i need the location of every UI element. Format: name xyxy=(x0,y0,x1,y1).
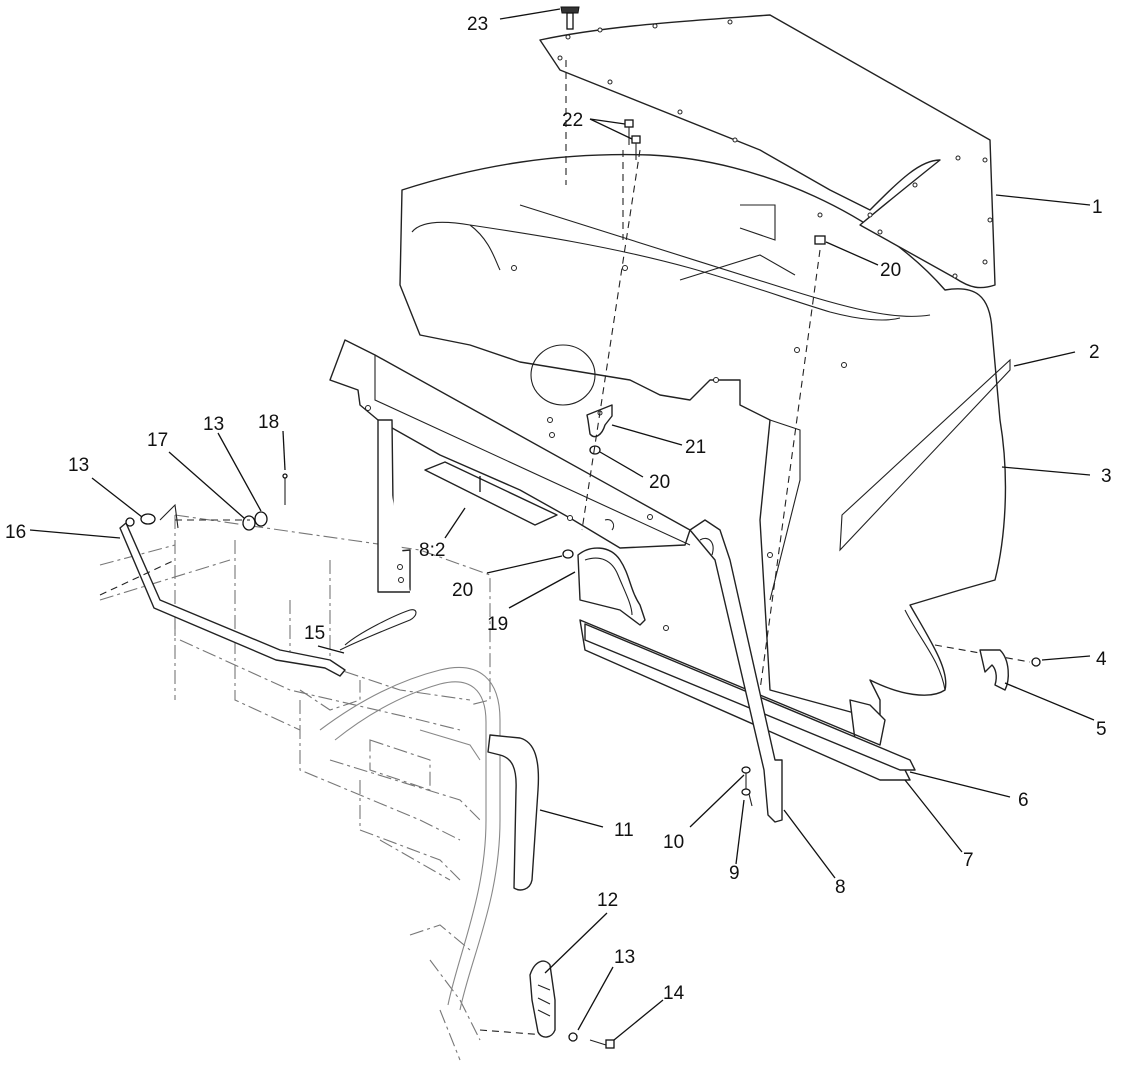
callout-13-left: 13 xyxy=(68,455,89,476)
callout-15: 15 xyxy=(304,623,325,644)
hairpin-15 xyxy=(339,609,417,651)
callout-5: 5 xyxy=(1096,719,1107,740)
callout-21: 21 xyxy=(685,437,706,458)
callout-12: 12 xyxy=(597,890,618,911)
skirt-19 xyxy=(577,547,646,626)
hardware-9-10 xyxy=(741,766,753,807)
callout-10: 10 xyxy=(663,832,684,853)
callout-1: 1 xyxy=(1092,197,1103,218)
callout-20-low: 20 xyxy=(452,580,473,601)
callout-20-mid: 20 xyxy=(649,472,670,493)
callout-8-2: 8:2 xyxy=(419,540,445,561)
decal-panel xyxy=(424,461,558,526)
support-bar-8 xyxy=(689,519,783,823)
rod-16 xyxy=(119,503,346,677)
callout-18: 18 xyxy=(258,412,279,433)
callout-2: 2 xyxy=(1089,342,1100,363)
nut-20-lower xyxy=(562,549,574,559)
callout-23: 23 xyxy=(467,14,488,35)
callout-11: 11 xyxy=(614,820,634,841)
leader-lines xyxy=(29,8,1095,1041)
callout-8: 8 xyxy=(835,877,846,898)
hardware-top-left xyxy=(140,473,288,531)
hardware-top xyxy=(560,6,826,245)
callout-13-bottom: 13 xyxy=(614,947,635,968)
callout-22: 22 xyxy=(562,110,583,131)
callout-20-top: 20 xyxy=(880,260,901,281)
callout-6: 6 xyxy=(1018,790,1029,811)
callout-4: 4 xyxy=(1096,649,1107,670)
lid-1 xyxy=(539,14,996,289)
callout-14: 14 xyxy=(663,983,685,1004)
callout-16: 16 xyxy=(5,522,26,543)
callout-19: 19 xyxy=(487,614,508,635)
lift-frame-tube xyxy=(319,666,540,1011)
callout-labels: 23 22 1 20 2 3 21 20 18 13 17 13 16 8:2 … xyxy=(5,14,1112,1004)
handle-12 xyxy=(529,960,615,1049)
bracket-21 xyxy=(586,404,613,455)
callout-7: 7 xyxy=(963,850,974,871)
clip-5-bolt-4 xyxy=(979,649,1041,691)
callout-3: 3 xyxy=(1101,466,1112,487)
callout-9: 9 xyxy=(729,863,740,884)
callout-13-top: 13 xyxy=(203,414,224,435)
front-panel xyxy=(329,339,691,593)
callout-17: 17 xyxy=(147,430,168,451)
